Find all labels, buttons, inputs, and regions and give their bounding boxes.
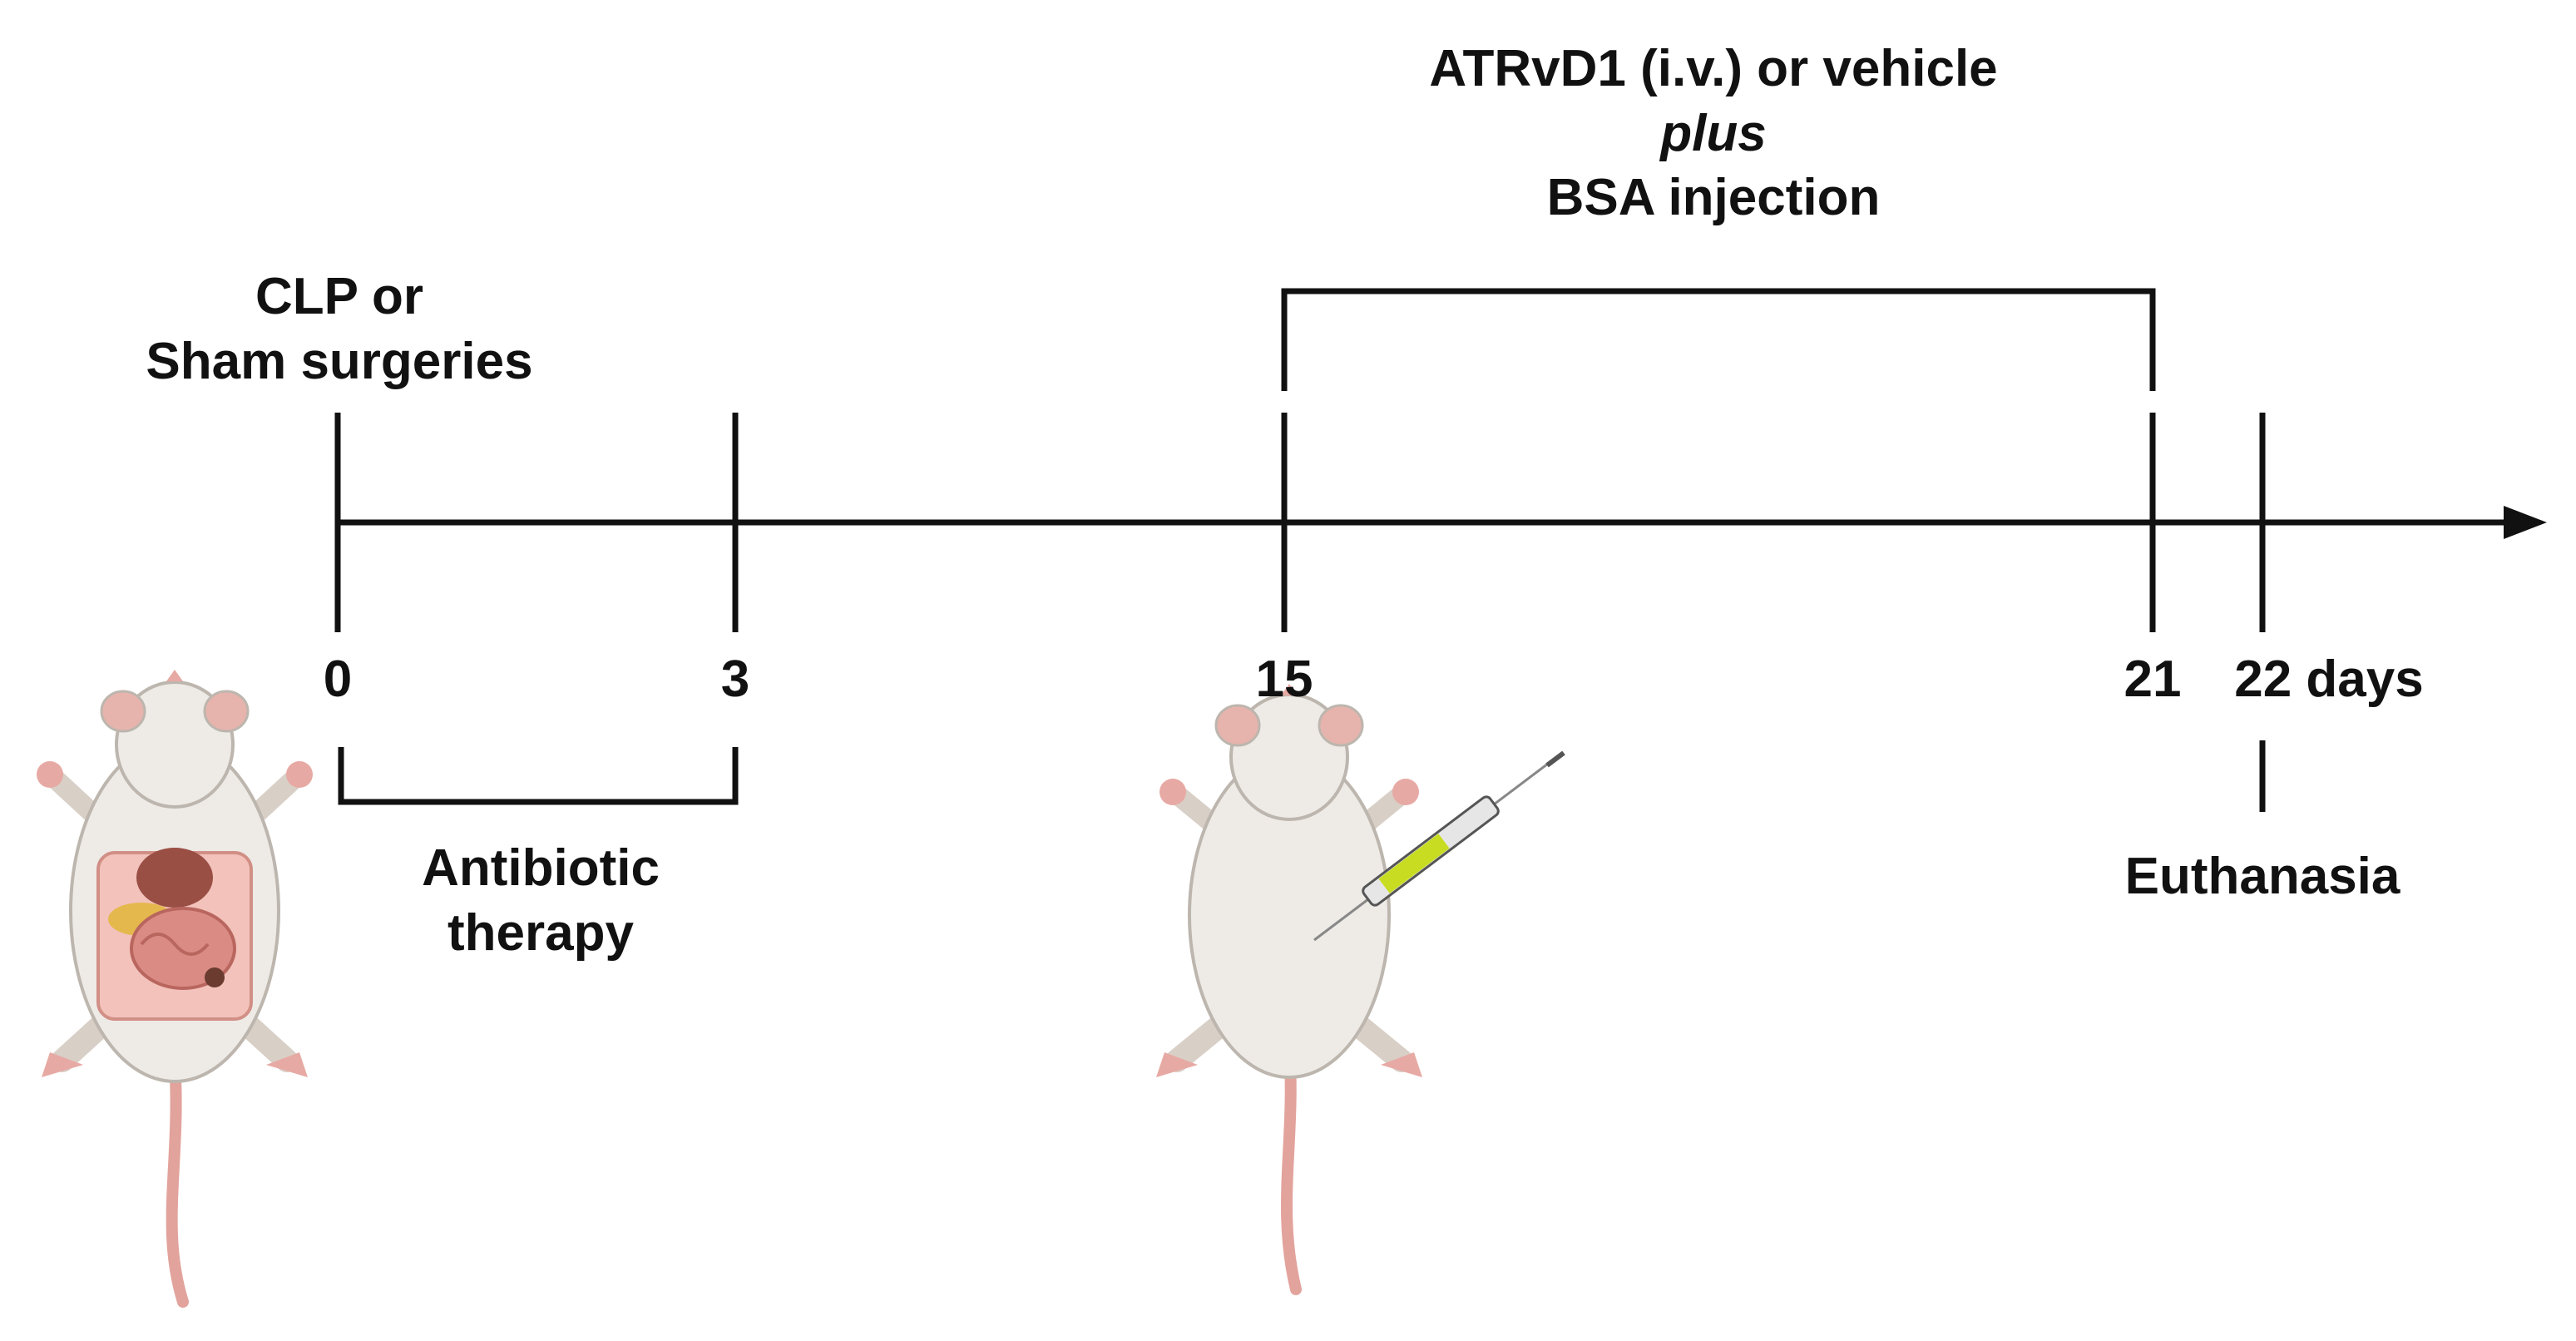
surgery-label-line2: Sham surgeries	[146, 332, 533, 390]
surgery-label-line1: CLP or	[255, 268, 424, 325]
treatment-label: ATRvD1 (i.v.) or vehicle plus BSA inject…	[1298, 37, 2129, 230]
antibiotic-label: Antibiotic therapy	[324, 836, 757, 965]
antibiotic-label-line2: therapy	[447, 903, 634, 962]
mouse-injection-icon	[1156, 684, 1422, 1295]
treatment-label-line3: BSA injection	[1546, 169, 1881, 226]
tick-label-15: 15	[1255, 651, 1313, 708]
mouse-surgery-icon	[37, 670, 313, 1308]
treatment-label-line2: plus	[1660, 104, 1767, 162]
syringe-icon	[1313, 750, 1565, 942]
treatment-label-line1: ATRvD1 (i.v.) or vehicle	[1429, 40, 1998, 97]
treatment-bracket	[1281, 288, 2156, 391]
antibiotic-bracket	[338, 747, 739, 805]
tick-label-0: 0	[323, 651, 353, 708]
tick-label-22-days: 22 days	[2234, 651, 2424, 708]
timeline-arrowhead	[2504, 506, 2547, 539]
surgery-label: CLP or Sham surgeries	[98, 265, 581, 393]
tick-label-3: 3	[720, 651, 750, 708]
tick-label-21: 21	[2124, 651, 2182, 708]
antibiotic-label-line1: Antibiotic	[422, 839, 660, 897]
euthanasia-label: Euthanasia	[2124, 848, 2400, 905]
